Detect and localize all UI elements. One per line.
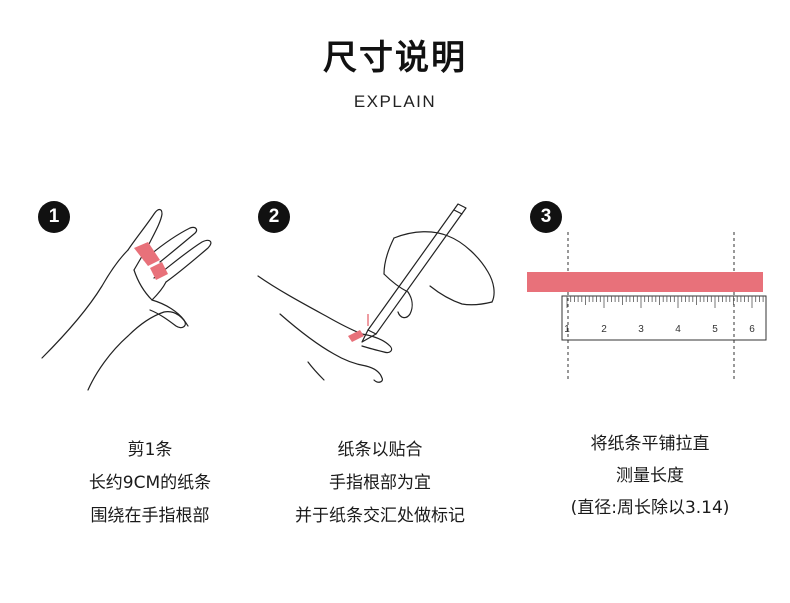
ruler-measure-illustration: 1 2 3 4 5 6 [516, 186, 776, 406]
ruler-measure-svg: 1 2 3 4 5 6 [527, 232, 767, 382]
caption-line: (直径:周长除以3.14) [570, 498, 730, 518]
step-badge-3: 3 [530, 201, 562, 233]
step-badge-2: 2 [258, 201, 290, 233]
caption-line: 手指根部为宜 [329, 473, 431, 493]
page-title: 尺寸说明 [323, 38, 467, 78]
ruler-label: 1 [564, 324, 570, 335]
caption-step-3: 将纸条平铺拉直 测量长度 (直径:周长除以3.14) [500, 428, 790, 524]
caption-line: 纸条以贴合 [337, 440, 423, 460]
caption-line: 长约9CM的纸条 [88, 473, 212, 493]
ruler-label: 6 [749, 324, 755, 335]
caption-step-2: 纸条以贴合 手指根部为宜 并于纸条交汇处做标记 [230, 434, 530, 533]
ruler-label: 5 [712, 324, 718, 335]
caption-line: 将纸条平铺拉直 [590, 434, 710, 454]
step-2: 2 [244, 186, 504, 406]
hand-wrap-illustration [24, 186, 284, 406]
page-subtitle: EXPLAIN [353, 92, 437, 111]
caption-step-1: 剪1条 长约9CM的纸条 围绕在手指根部 [0, 434, 300, 533]
step-badge-1: 1 [38, 201, 70, 233]
step-3: 1 2 3 4 5 6 3 [516, 186, 776, 406]
hand-mark-illustration [244, 186, 504, 406]
caption-line: 剪1条 [127, 440, 173, 460]
caption-line: 测量长度 [616, 466, 684, 486]
ruler-label: 4 [675, 324, 681, 335]
ruler-label: 3 [638, 324, 644, 335]
caption-line: 并于纸条交汇处做标记 [295, 506, 465, 526]
hand-mark-svg [257, 203, 495, 383]
ruler-label: 2 [601, 324, 607, 335]
hand-wrap-svg [41, 208, 212, 391]
ruler-body [561, 295, 767, 341]
step-1: 1 [24, 186, 284, 406]
paper-strip [527, 272, 763, 292]
caption-line: 围绕在手指根部 [90, 506, 210, 526]
